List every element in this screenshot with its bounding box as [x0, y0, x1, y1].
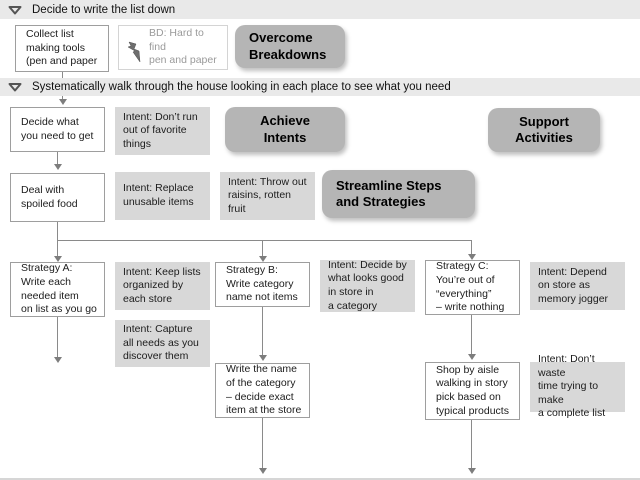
connector-shop-down: [471, 420, 472, 469]
callout-support-activities: Support Activities: [488, 108, 600, 152]
arrowhead-down: [259, 256, 267, 262]
arrowhead-down: [54, 256, 62, 262]
step-strategy-a: Strategy A: Write each needed item on li…: [10, 262, 105, 317]
connector-strategy-a-down: [57, 317, 58, 358]
step-label: Decide what you need to get: [21, 115, 94, 142]
intent-label: Intent: Throw out raisins, rotten fruit: [228, 175, 307, 215]
intent-label: Intent: Depend on store as memory jogger: [538, 265, 609, 305]
step-label: Strategy B: Write category name not item…: [226, 264, 298, 304]
callout-label: Overcome Breakdowns: [249, 30, 327, 62]
lightning-bolt-icon: [127, 27, 143, 67]
arrowhead-down: [54, 357, 62, 363]
connector-bar-to-decide: [62, 96, 63, 100]
connector-branch-horizontal: [57, 240, 472, 241]
step-deal-spoiled: Deal with spoiled food: [10, 173, 105, 222]
arrowhead-down: [59, 99, 67, 105]
step-collect-tools: Collect list making tools (pen and paper: [15, 25, 109, 72]
intent-label: Intent: Don’t waste time trying to make …: [538, 352, 606, 420]
step-label: Write the name of the category – decide …: [226, 363, 302, 417]
intent-depend-store: Intent: Depend on store as memory jogger: [530, 262, 625, 310]
intent-label: Intent: Replace unusable items: [123, 182, 194, 208]
intent-decide-by-looks: Intent: Decide by what looks good in sto…: [320, 258, 415, 312]
step-strategy-c: Strategy C: You’re out of “everything” –…: [425, 260, 520, 315]
chevron-down-icon[interactable]: [8, 5, 22, 15]
section-bar-walk-house[interactable]: Systematically walk through the house lo…: [0, 78, 640, 96]
intent-label: Intent: Don’t run out of favorite things: [123, 110, 198, 150]
arrowhead-down: [468, 354, 476, 360]
section-bar-label: Decide to write the list down: [32, 3, 176, 16]
callout-streamline: Streamline Steps and Strategies: [322, 170, 475, 218]
callout-label: Streamline Steps and Strategies: [336, 177, 442, 209]
step-decide-need: Decide what you need to get: [10, 107, 105, 152]
breakdown-label: BD: Hard to find pen and paper: [149, 27, 217, 67]
intent-throw-out: Intent: Throw out raisins, rotten fruit: [220, 172, 315, 220]
step-label: Strategy C: You’re out of “everything” –…: [436, 260, 505, 314]
connector-branch-to-strategy-c: [471, 240, 472, 255]
arrowhead-down: [468, 468, 476, 474]
connector-write-down: [262, 418, 263, 469]
connector-collect-to-bar: [62, 72, 63, 78]
step-label: Deal with spoiled food: [21, 183, 78, 210]
connector-branch-to-strategy-b: [262, 240, 263, 257]
callout-overcome-breakdowns: Overcome Breakdowns: [235, 25, 345, 68]
intent-keep-lists: Intent: Keep lists organized by each sto…: [115, 262, 210, 310]
connector-strategy-b-to-write: [262, 307, 263, 356]
callout-label: Achieve Intents: [260, 113, 310, 145]
callout-label: Support Activities: [515, 113, 573, 145]
intent-capture: Intent: Capture all needs as you discove…: [115, 320, 210, 367]
arrowhead-down: [468, 254, 476, 260]
arrowhead-down: [54, 164, 62, 170]
connector-strategy-c-to-shop: [471, 315, 472, 355]
breakdown-hard-to-find: BD: Hard to find pen and paper: [118, 25, 228, 70]
connector-deal-to-branch: [57, 222, 58, 240]
arrowhead-down: [259, 468, 267, 474]
step-label: Shop by aisle walking in story pick base…: [436, 363, 509, 417]
callout-achieve-intents: Achieve Intents: [225, 107, 345, 152]
step-write-category: Write the name of the category – decide …: [215, 363, 310, 418]
step-shop-by-aisle: Shop by aisle walking in story pick base…: [425, 362, 520, 420]
intent-label: Intent: Keep lists organized by each sto…: [123, 265, 201, 305]
section-bar-label: Systematically walk through the house lo…: [32, 81, 451, 93]
intent-label: Intent: Capture all needs as you discove…: [123, 323, 199, 363]
intent-favorites: Intent: Don’t run out of favorite things: [115, 107, 210, 155]
section-bar-decide-to-write[interactable]: Decide to write the list down: [0, 0, 640, 19]
arrowhead-down: [259, 355, 267, 361]
intent-label: Intent: Decide by what looks good in sto…: [328, 258, 407, 312]
connector-branch-to-strategy-a: [57, 240, 58, 257]
intent-dont-waste: Intent: Don’t waste time trying to make …: [530, 353, 625, 419]
step-strategy-b: Strategy B: Write category name not item…: [215, 262, 310, 307]
intent-replace: Intent: Replace unusable items: [115, 172, 210, 220]
step-label: Strategy A: Write each needed item on li…: [21, 262, 97, 316]
chevron-down-icon[interactable]: [8, 82, 22, 92]
step-label: Collect list making tools (pen and paper: [26, 28, 98, 68]
connector-decide-to-deal: [57, 152, 58, 165]
